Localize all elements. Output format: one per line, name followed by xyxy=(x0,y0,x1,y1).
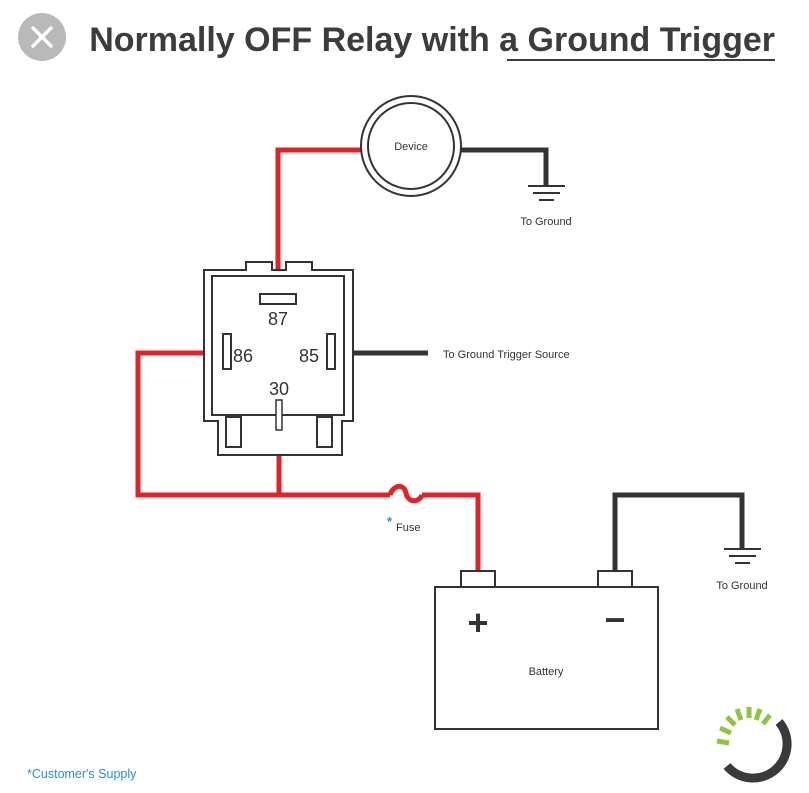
battery xyxy=(434,570,659,730)
wire-device-ground xyxy=(458,147,549,185)
brand-logo-icon xyxy=(716,707,792,783)
fuse-asterisk: * xyxy=(387,514,393,529)
wire-87-device xyxy=(275,147,362,297)
close-icon xyxy=(31,26,53,48)
battery-label: Battery xyxy=(529,666,564,678)
wire-86-loop xyxy=(135,350,390,498)
page-title: Normally OFF Relay with a Ground Trigger xyxy=(89,21,775,59)
pin-87-tab xyxy=(259,293,297,305)
fuse-label: Fuse xyxy=(396,522,420,534)
device-label: Device xyxy=(394,141,428,153)
wire-battery-plus xyxy=(422,492,481,570)
ground-symbol-bottom xyxy=(724,548,761,564)
ground-symbol-top xyxy=(528,185,565,201)
pin-86-tab xyxy=(222,333,232,370)
wire-battery-ground xyxy=(612,492,745,570)
pin-86-label: 86 xyxy=(233,346,253,366)
fuse-symbol xyxy=(387,484,425,504)
pin-87-label: 87 xyxy=(268,309,288,329)
trigger-label: To Ground Trigger Source xyxy=(443,349,570,361)
ground-label-top: To Ground xyxy=(520,216,571,228)
ground-label-bottom: To Ground xyxy=(716,580,767,592)
pin-30-tab xyxy=(275,399,283,431)
relay xyxy=(203,261,354,456)
device-inner-ring xyxy=(367,102,455,190)
close-button[interactable] xyxy=(18,13,66,61)
pin-85-label: 85 xyxy=(299,346,319,366)
pin-30-label: 30 xyxy=(269,379,289,399)
pin-85-tab xyxy=(326,333,336,370)
battery-minus-sign: − xyxy=(604,599,625,640)
battery-plus-sign: + xyxy=(467,602,488,643)
customer-supply-note: *Customer's Supply xyxy=(27,767,137,781)
